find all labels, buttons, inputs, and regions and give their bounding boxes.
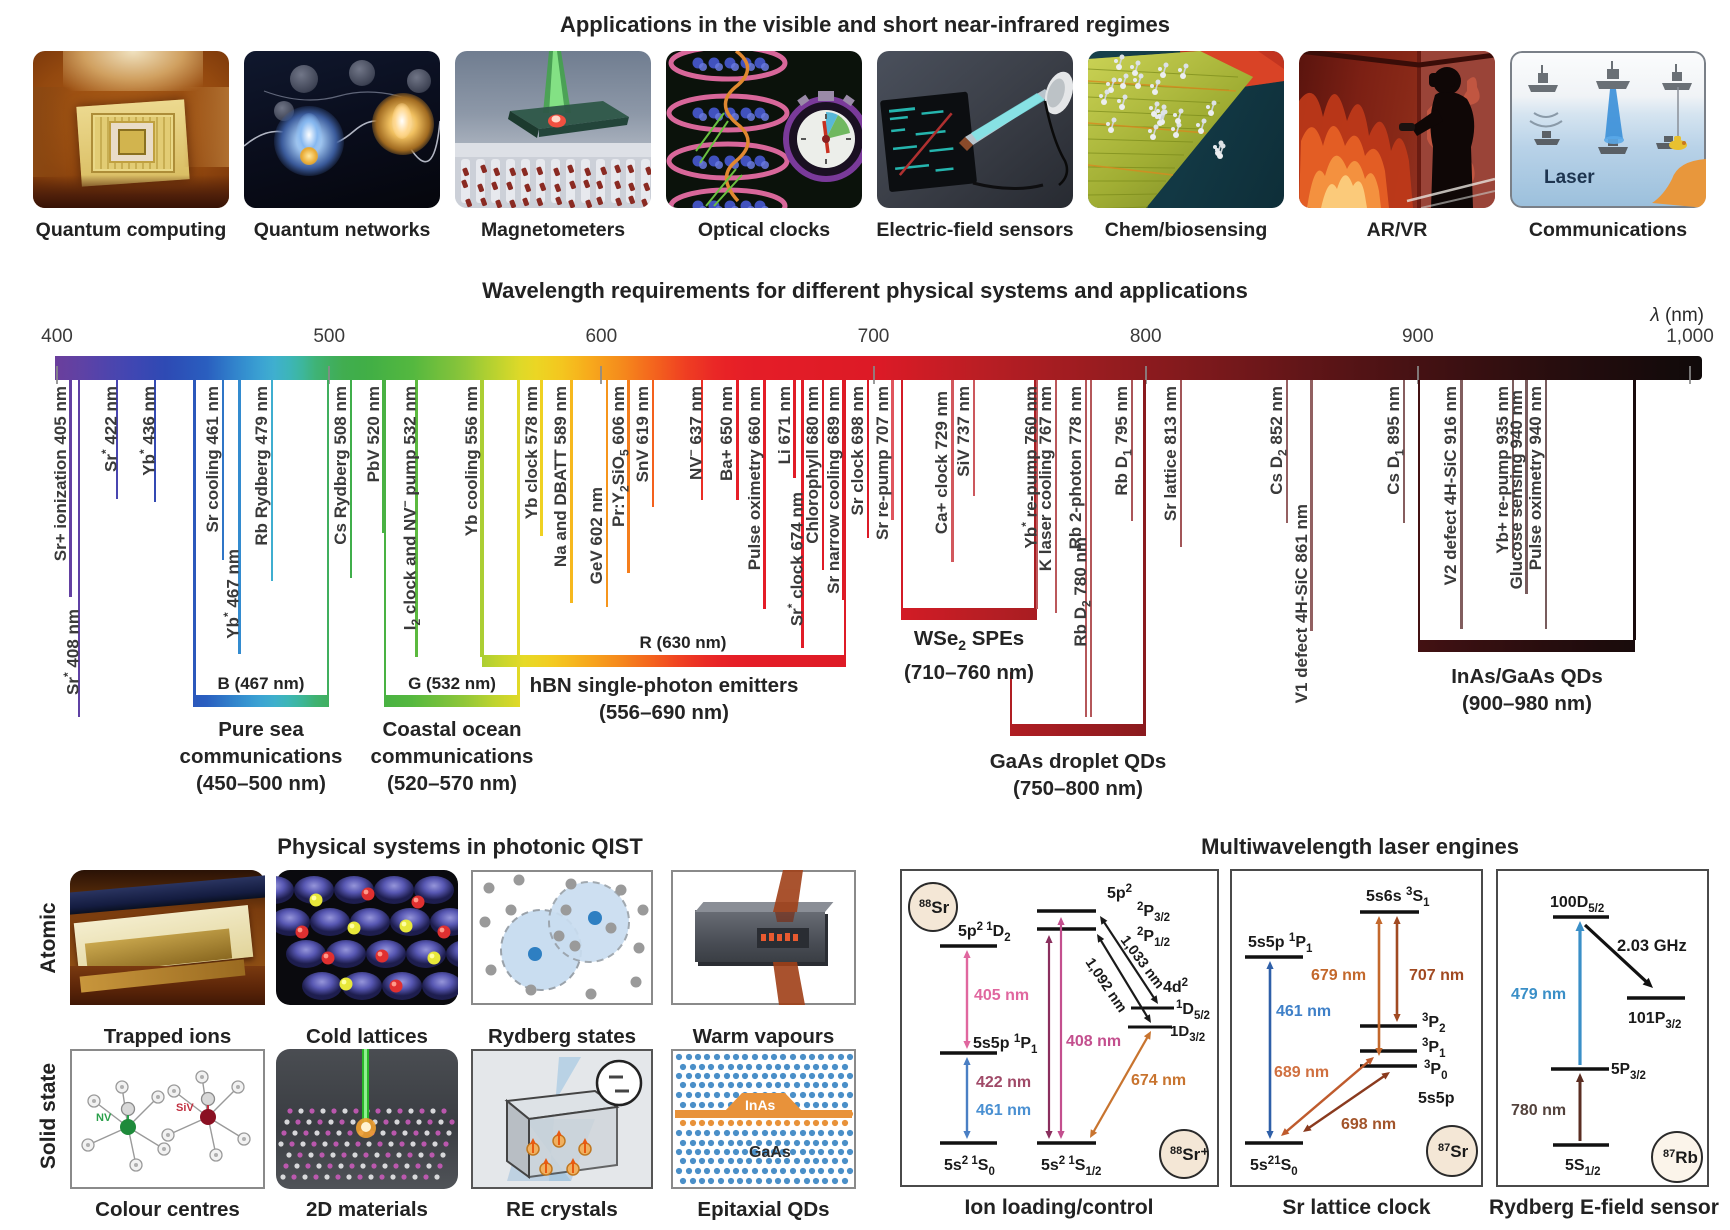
svg-text:689 nm: 689 nm [1274,1064,1329,1081]
svg-text:88Sr: 88Sr [919,898,950,917]
svg-text:1D5/2: 1D5/2 [1176,999,1210,1022]
svg-text:InAs: InAs [745,1097,776,1113]
svg-text:GaAs: GaAs [749,1144,791,1161]
svg-text:88Sr⁺: 88Sr⁺ [1170,1145,1209,1164]
svg-text:2.03 GHz: 2.03 GHz [1617,937,1687,955]
svg-text:NV: NV [96,1112,112,1124]
svg-text:5s2 1S0: 5s2 1S0 [944,1155,995,1178]
svg-text:5s21S0: 5s21S0 [1250,1155,1298,1178]
svg-text:707 nm: 707 nm [1409,967,1464,984]
svg-text:4d2: 4d2 [1163,977,1188,996]
svg-text:679 nm: 679 nm [1311,967,1366,984]
svg-text:408 nm: 408 nm [1066,1033,1121,1050]
svg-text:698 nm: 698 nm [1341,1116,1396,1133]
svg-text:3P1: 3P1 [1422,1037,1446,1060]
svg-text:674 nm: 674 nm [1131,1072,1186,1089]
svg-text:87Sr: 87Sr [1438,1142,1469,1161]
svg-text:461 nm: 461 nm [976,1102,1031,1119]
svg-text:3P0: 3P0 [1424,1059,1447,1082]
svg-text:479 nm: 479 nm [1511,986,1566,1003]
svg-text:5p2 1D2: 5p2 1D2 [958,921,1011,944]
svg-text:405 nm: 405 nm [974,987,1029,1004]
svg-text:3P2: 3P2 [1422,1012,1445,1035]
svg-text:5s5p: 5s5p [1418,1090,1455,1107]
svg-text:2P1/2: 2P1/2 [1137,926,1170,949]
svg-text:5P3/2: 5P3/2 [1611,1061,1646,1082]
svg-text:100D5/2: 100D5/2 [1550,894,1604,915]
svg-text:101P3/2: 101P3/2 [1628,1010,1681,1031]
svg-text:422 nm: 422 nm [976,1074,1031,1091]
svg-text:780 nm: 780 nm [1511,1102,1566,1119]
svg-text:5s5p 1P1: 5s5p 1P1 [973,1033,1038,1056]
svg-text:87Rb: 87Rb [1663,1148,1698,1167]
svg-text:5s6s 3S1: 5s6s 3S1 [1366,886,1430,909]
svg-text:5S1/2: 5S1/2 [1565,1157,1601,1178]
svg-text:5s2 1S1/2: 5s2 1S1/2 [1041,1155,1101,1178]
svg-text:Laser: Laser [1544,167,1595,188]
svg-text:461 nm: 461 nm [1276,1003,1331,1020]
svg-text:5p2: 5p2 [1107,883,1132,902]
svg-text:5s5p 1P1: 5s5p 1P1 [1248,932,1313,955]
svg-text:1,092 nm: 1,092 nm [1082,955,1130,1015]
svg-text:2P3/2: 2P3/2 [1137,901,1170,924]
svg-text:1D3/2: 1D3/2 [1170,1023,1205,1044]
svg-text:SiV: SiV [176,1102,194,1114]
